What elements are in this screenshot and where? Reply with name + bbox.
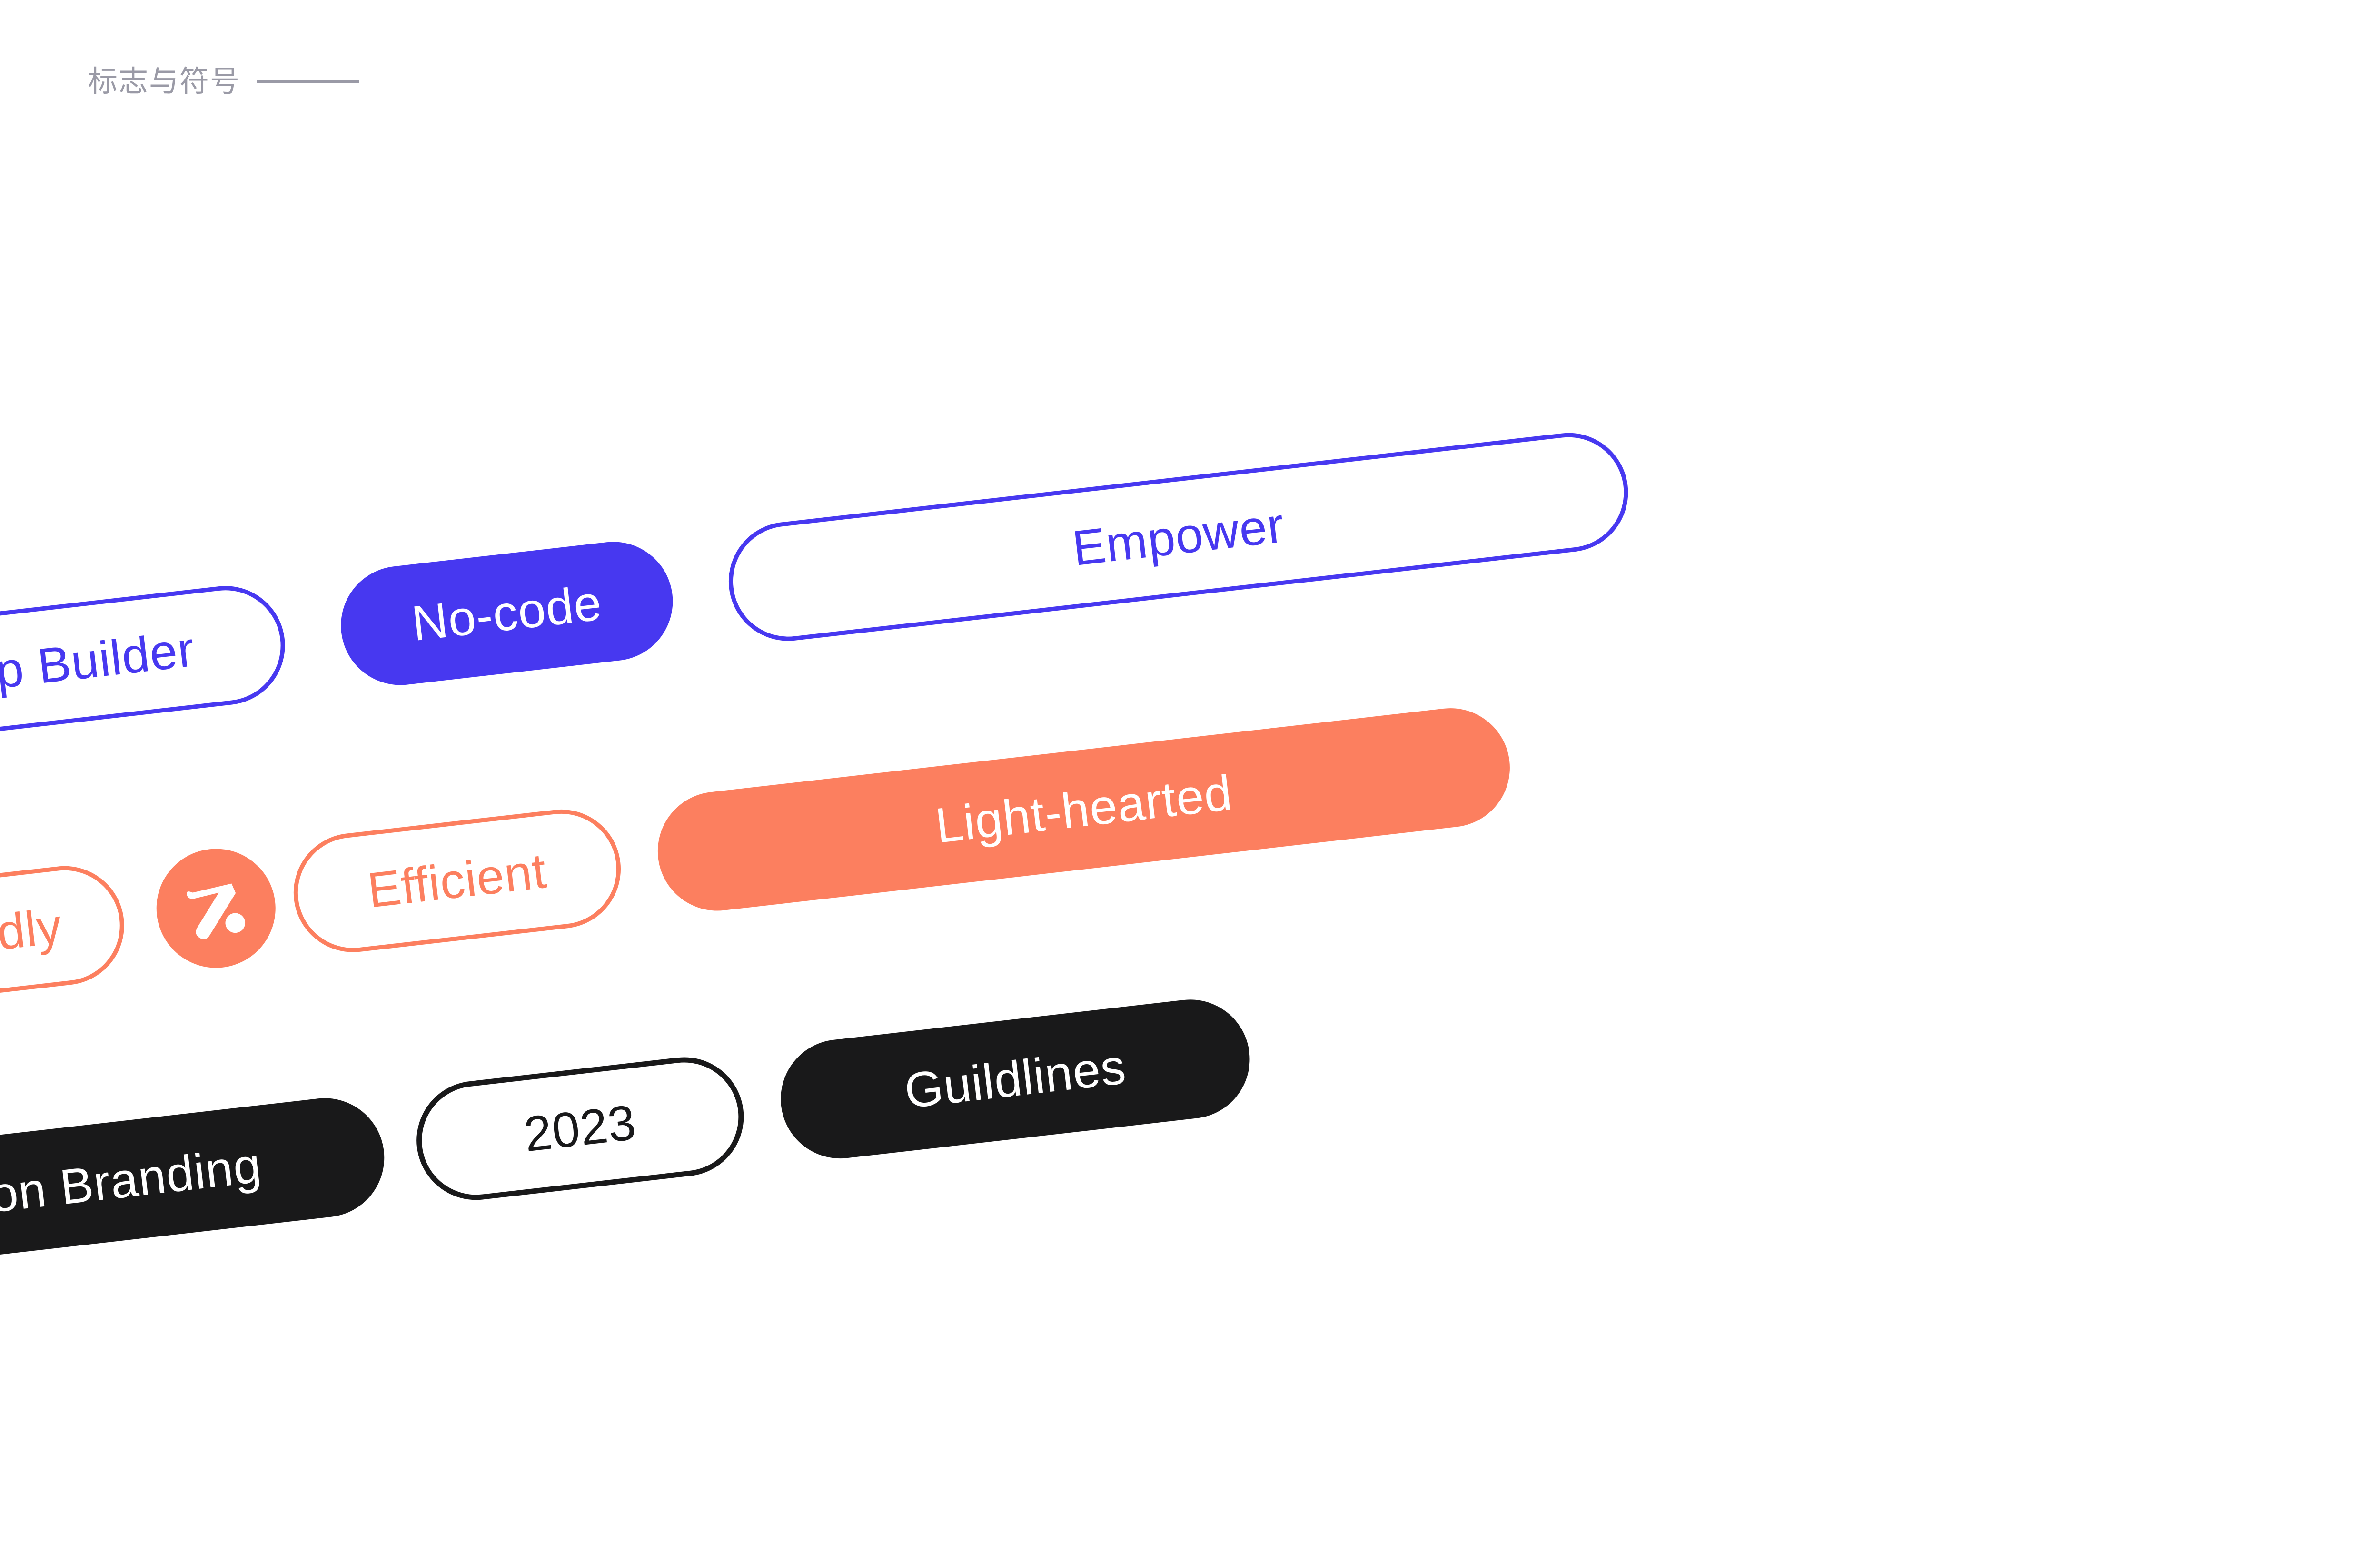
pill-friendly[interactable]: Friendly — [0, 860, 131, 1013]
pill-light-hearted-label: Light-hearted — [932, 765, 1235, 854]
pill-empower[interactable]: Empower — [722, 426, 1635, 647]
pill-year-2023[interactable]: 2023 — [410, 1051, 750, 1206]
pill-friendly-label: Friendly — [0, 898, 65, 974]
section-label-group: 标志与符号 — [88, 67, 359, 96]
page-header: 标志与符号 functorz.com — [0, 0, 2380, 114]
pill-zion-branding-label: Zion Branding — [0, 1137, 264, 1228]
zion-seven-dot-icon — [187, 883, 246, 939]
section-label: 标志与符号 — [88, 64, 241, 99]
pill-app-builder-label: App Builder — [0, 622, 198, 706]
pill-zion-branding[interactable]: Zion Branding — [0, 1092, 391, 1274]
pill-efficient-label: Efficient — [365, 843, 550, 919]
pill-efficient[interactable]: Efficient — [287, 803, 627, 959]
pill-year-2023-label: 2023 — [521, 1095, 639, 1163]
pill-app-builder[interactable]: App Builder — [0, 579, 291, 748]
pill-empower-label: Empower — [1070, 497, 1287, 577]
zion-logo-mark[interactable] — [150, 842, 282, 974]
pill-no-code-label: No-code — [409, 575, 605, 652]
pill-row-coral: Friendly Efficient Light-hearted — [0, 528, 2380, 1140]
pill-no-code[interactable]: No-code — [334, 535, 679, 692]
header-rule-line — [257, 80, 359, 83]
pill-guildlines-label: Guildlines — [902, 1039, 1129, 1119]
